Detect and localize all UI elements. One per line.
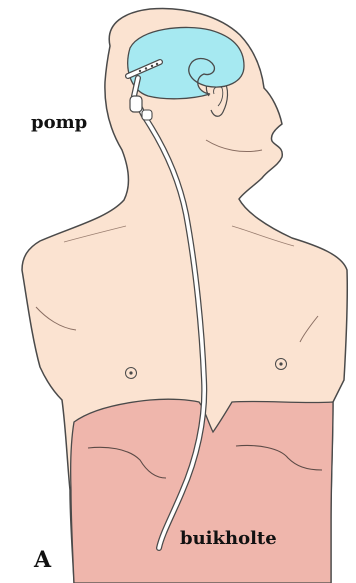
pump-label: pomp — [31, 112, 87, 133]
abdominal-cavity-label: buikholte — [180, 528, 277, 549]
pump-valve — [130, 96, 142, 112]
panel-label: A — [34, 547, 51, 573]
